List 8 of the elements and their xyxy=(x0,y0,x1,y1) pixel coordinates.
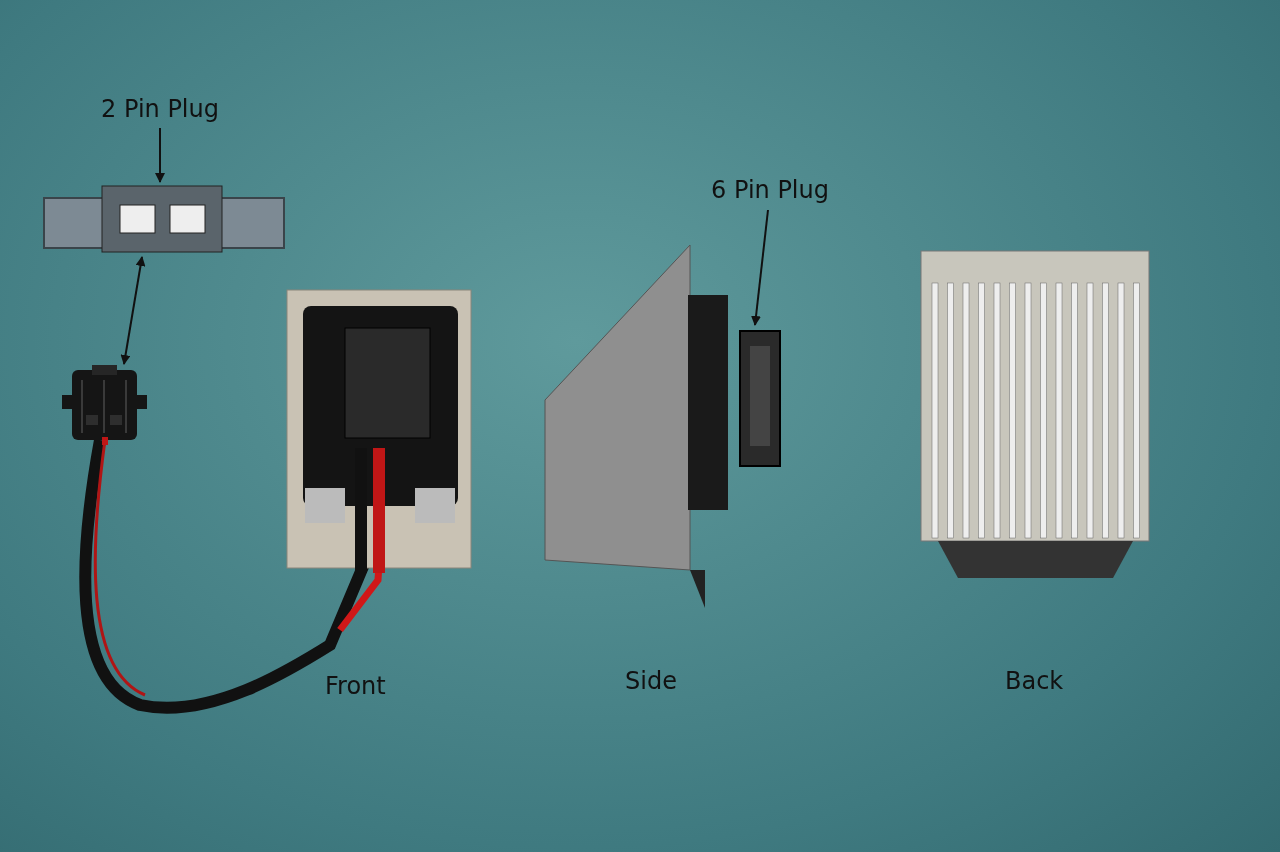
arrow xyxy=(155,127,165,183)
part-label: 6 Pin Plug xyxy=(700,176,840,208)
view-caption: Side xyxy=(625,667,677,695)
view-caption: Front xyxy=(325,672,386,700)
part-label: 2 Pin Plug xyxy=(95,95,225,127)
arrow xyxy=(751,209,769,326)
arrow xyxy=(120,256,146,365)
view-caption: Back xyxy=(1005,667,1064,695)
